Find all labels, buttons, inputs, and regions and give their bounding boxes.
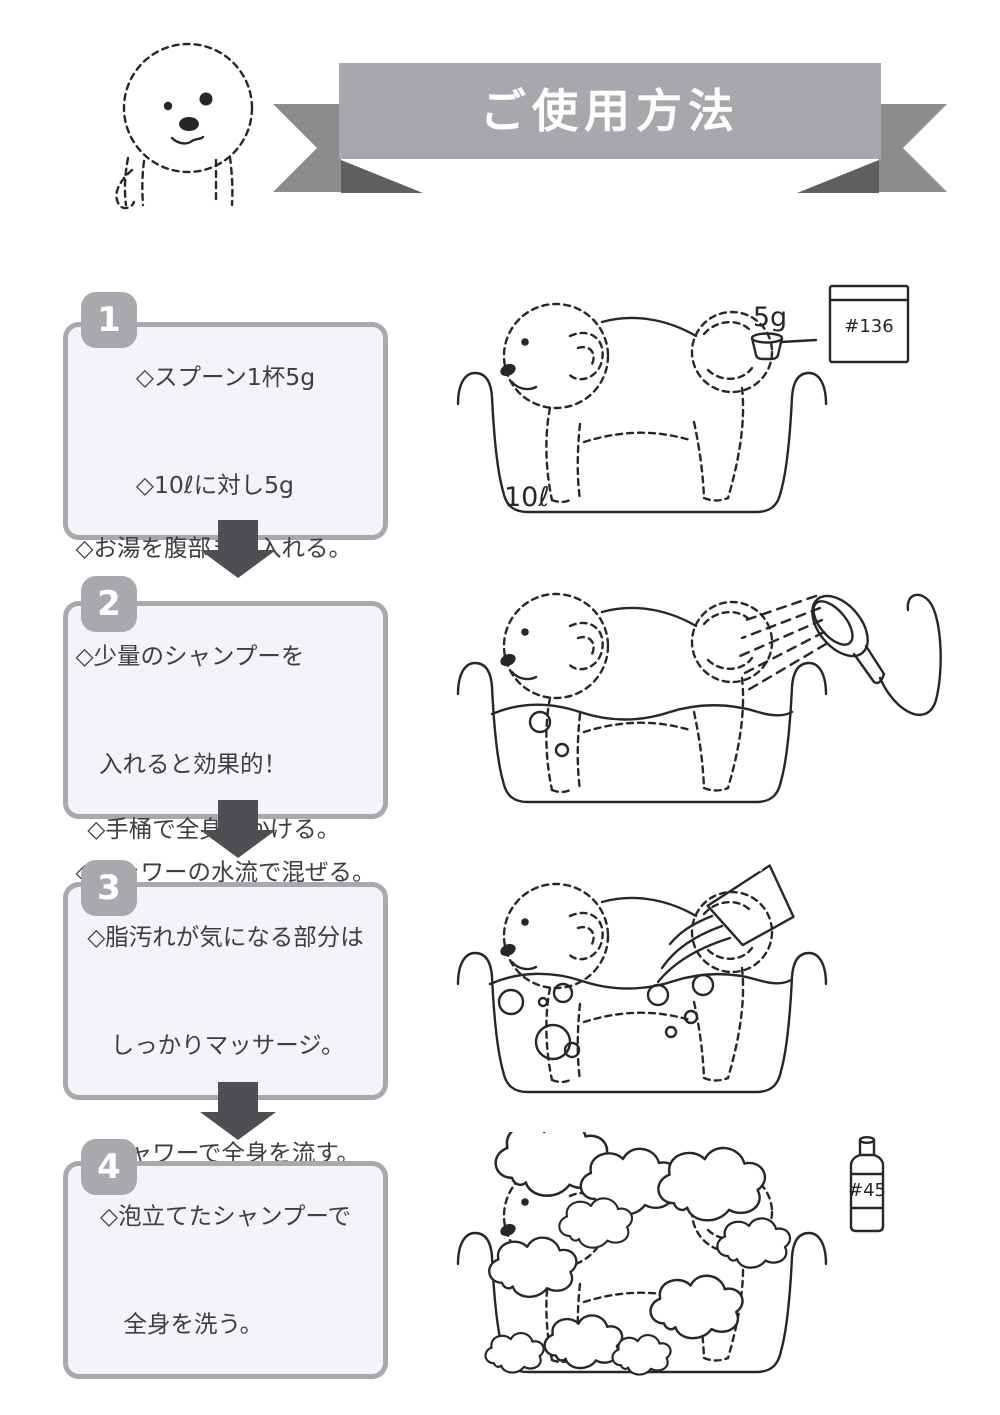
- mascot-dog-illustration: [115, 42, 254, 210]
- bubble: [497, 988, 525, 1016]
- bubble: [552, 982, 574, 1004]
- instruction-line: 入れると効果的！: [75, 750, 287, 778]
- arrow-stem: [218, 520, 258, 550]
- step-1-instruction-box: ◇スプーン1杯5g ◇10ℓに対し5g: [63, 322, 388, 540]
- shampoo-bottle: #45: [848, 1135, 886, 1233]
- mascot-right-eye: [199, 92, 213, 106]
- instruction-line: ◇スプーン1杯5g: [135, 363, 316, 391]
- bubble: [534, 1023, 572, 1061]
- measuring-spoon-icon: 5g: [750, 302, 818, 361]
- step-4-text: ◇泡立てたシャンプーで 全身を洗う。: [100, 1126, 351, 1414]
- page-title: ご使用方法: [480, 84, 740, 138]
- instruction-line: 全身を洗う。: [100, 1310, 264, 1338]
- tub-volume-label: 10ℓ: [504, 482, 550, 513]
- step-3-number-badge: 3: [81, 860, 137, 916]
- powder-packet: #136: [828, 284, 910, 364]
- water-line: [488, 972, 793, 990]
- bubble: [537, 996, 549, 1008]
- ribbon-right-fold: [797, 160, 879, 193]
- mascot-leg: [228, 155, 234, 207]
- ribbon-left-tail: [273, 104, 341, 192]
- banner-ribbon: ご使用方法: [273, 63, 947, 193]
- step-1-number-badge: 1: [81, 292, 137, 348]
- arrow-head: [200, 550, 276, 578]
- arrow-stem: [218, 800, 258, 830]
- step-arrow-down: [200, 1082, 276, 1140]
- bubble: [664, 1025, 678, 1039]
- tub-outline: [456, 661, 828, 804]
- shower-head-icon: [738, 593, 942, 717]
- ribbon-band: [339, 63, 881, 159]
- arrow-head: [200, 830, 276, 858]
- shower-spray: [738, 594, 828, 692]
- packet-label: #136: [844, 316, 893, 337]
- mascot-left-eye: [163, 101, 173, 111]
- arrow-stem: [218, 1082, 258, 1112]
- step-4-instruction-box: ◇泡立てたシャンプーで 全身を洗う。: [63, 1161, 388, 1379]
- instruction-line: しっかりマッサージ。: [87, 1031, 345, 1059]
- illustration-step-2: [456, 592, 942, 804]
- bottle-label: #45: [848, 1180, 886, 1201]
- instruction-line: ◇泡立てたシャンプーで: [100, 1202, 351, 1230]
- step-1-text: ◇スプーン1杯5g ◇10ℓに対し5g: [136, 287, 315, 575]
- illustration-step-1: 10ℓ 5g #136: [456, 284, 910, 514]
- ribbon-right-tail: [879, 104, 947, 192]
- tub-outline: [456, 951, 828, 1094]
- mascot-head: [122, 42, 254, 174]
- mascot-mouth: [170, 135, 205, 145]
- illustration-step-4: #45: [456, 1132, 886, 1376]
- bubble: [683, 1009, 699, 1025]
- pour-stream: [656, 936, 732, 984]
- bubble: [563, 1041, 581, 1059]
- step-4-number-badge: 4: [81, 1139, 137, 1195]
- ribbon-left-fold: [341, 160, 423, 193]
- shampoo-foam: [484, 1132, 792, 1376]
- bubble: [554, 742, 570, 758]
- step-arrow-down: [200, 520, 276, 578]
- mascot-nose: [179, 117, 199, 131]
- arrow-head: [200, 1112, 276, 1140]
- instruction-line: ◇脂汚れが気になる部分は: [87, 923, 364, 951]
- instruction-line: ◇少量のシャンプーを: [75, 642, 305, 670]
- step-arrow-down: [200, 800, 276, 858]
- step-3-text: ◇手桶で全身にかける。 ◇脂汚れが気になる部分は しっかりマッサージ。 ◇シャワ…: [87, 739, 364, 1243]
- step-2-number-badge: 2: [81, 576, 137, 632]
- bubble: [646, 983, 670, 1007]
- water-line: [490, 703, 794, 721]
- spoon-amount-label: 5g: [753, 302, 787, 333]
- hand-bucket-icon: [656, 852, 795, 984]
- mascot-leg: [141, 159, 146, 207]
- mascot-leg: [123, 156, 130, 207]
- mascot-tail: [115, 168, 136, 210]
- bubble: [691, 973, 715, 997]
- dog-in-tub: [497, 592, 774, 794]
- instruction-line: ◇10ℓに対し5g: [135, 471, 294, 499]
- pour-stream: [660, 924, 724, 970]
- bubble: [528, 710, 552, 734]
- pour-stream: [668, 914, 714, 946]
- illustration-step-3: [456, 852, 828, 1094]
- shower-hose: [878, 593, 942, 717]
- dog-in-tub: [497, 302, 774, 504]
